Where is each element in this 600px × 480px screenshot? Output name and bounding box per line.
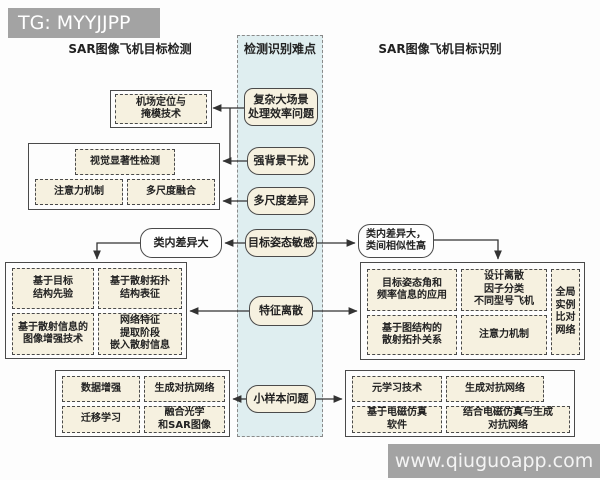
group-airport-masking: 机场定位与 掩模技术 — [110, 90, 212, 128]
node-em-gan: 结合电磁仿真与生成 对抗网络 — [446, 406, 570, 433]
node-gan-detection-label: 生成对抗网络 — [154, 382, 215, 394]
node-strong-background-label: 强背景干扰 — [253, 154, 309, 168]
group-saliency: 视觉显著性检测 注意力机制 多尺度融合 — [28, 143, 220, 210]
node-global-instance-label: 全局 实例 比对 网络 — [555, 287, 576, 336]
node-saliency-detection: 视觉显著性检测 — [75, 149, 175, 175]
watermark-top: TG: MYYJJPP — [8, 8, 160, 38]
node-topology-repr-label: 基于散射拓扑 结构表征 — [110, 276, 170, 300]
header-detection: SAR图像飞机目标检测 — [68, 42, 192, 56]
group-recognition-feature: 目标姿态角和 频率信息的应用 设计离散 因子分类 不同型号飞机 基于图结构的 散… — [360, 262, 585, 360]
node-airport-masking: 机场定位与 掩模技术 — [115, 94, 207, 124]
node-image-enhance: 基于散射信息的 图像增强技术 — [12, 313, 94, 355]
node-small-sample-label: 小样本问题 — [253, 392, 309, 406]
node-fuse-optical-sar-label: 融合光学 和SAR图像 — [158, 407, 211, 431]
group-detection-small-sample: 数据增强 生成对抗网络 迁移学习 融合光学 和SAR图像 — [55, 370, 230, 437]
node-structure-prior: 基于目标 结构先验 — [12, 268, 94, 309]
node-gan-recognition: 生成对抗网络 — [446, 376, 544, 402]
node-feature-discrete-label: 特征离散 — [259, 304, 303, 318]
node-pose-frequency: 目标姿态角和 频率信息的应用 — [367, 269, 457, 311]
node-complex-scene-label: 复杂大场景 处理效率问题 — [248, 93, 314, 120]
node-pose-sensitive-label: 目标姿态敏感 — [248, 236, 314, 250]
node-gan-detection: 生成对抗网络 — [144, 376, 225, 402]
node-attention-mechanism-recognition-label: 注意力机制 — [479, 328, 529, 340]
group-recognition-small-sample: 元学习技术 生成对抗网络 基于电磁仿真 软件 结合电磁仿真与生成 对抗网络 — [345, 370, 575, 437]
node-gan-recognition-label: 生成对抗网络 — [465, 382, 525, 394]
header-recognition: SAR图像飞机目标识别 — [378, 42, 502, 56]
node-em-gan-label: 结合电磁仿真与生成 对抗网络 — [463, 407, 553, 431]
node-transfer-learning-label: 迁移学习 — [81, 413, 121, 425]
node-saliency-detection-label: 视觉显著性检测 — [90, 155, 160, 167]
node-discrete-factor-label: 设计离散 因子分类 不同型号飞机 — [474, 271, 534, 308]
node-attention-mechanism-detection-label: 注意力机制 — [54, 185, 104, 197]
watermark-bottom: www.qiuguoapp.com — [388, 444, 600, 478]
node-discrete-factor: 设计离散 因子分类 不同型号飞机 — [461, 269, 547, 311]
node-embed-scatter: 网络特征 提取阶段 嵌入散射信息 — [98, 313, 182, 355]
node-graph-topology-label: 基于图结构的 散射拓扑关系 — [382, 322, 442, 347]
node-attention-mechanism-recognition: 注意力机制 — [461, 315, 547, 355]
node-strong-background: 强背景干扰 — [247, 147, 315, 175]
node-multiscale-diff-label: 多尺度差异 — [253, 194, 309, 208]
node-feature-discrete: 特征离散 — [249, 296, 313, 326]
node-pose-frequency-label: 目标姿态角和 频率信息的应用 — [377, 277, 447, 302]
node-structure-prior-label: 基于目标 结构先验 — [33, 276, 73, 300]
node-fuse-optical-sar: 融合光学 和SAR图像 — [144, 406, 225, 433]
node-pose-sensitive: 目标姿态敏感 — [245, 229, 317, 257]
node-intra-inter-label: 类内差异大， 类间相似性高 — [366, 228, 426, 253]
node-image-enhance-label: 基于散射信息的 图像增强技术 — [18, 321, 88, 346]
node-multiscale-fusion: 多尺度融合 — [127, 179, 215, 205]
node-attention-mechanism-detection: 注意力机制 — [35, 179, 123, 205]
node-intra-inter: 类内差异大， 类间相似性高 — [358, 224, 434, 258]
node-intra-class-label: 类内差异大 — [153, 236, 209, 250]
node-complex-scene: 复杂大场景 处理效率问题 — [244, 88, 318, 126]
node-meta-learning: 元学习技术 — [352, 376, 442, 402]
group-scattering: 基于目标 结构先验 基于散射拓扑 结构表征 基于散射信息的 图像增强技术 网络特… — [5, 262, 187, 359]
node-data-augmentation-label: 数据增强 — [81, 382, 121, 394]
node-small-sample: 小样本问题 — [246, 385, 316, 413]
header-difficulties: 检测识别难点 — [243, 42, 316, 56]
node-airport-masking-label: 机场定位与 掩模技术 — [136, 96, 186, 121]
node-graph-topology: 基于图结构的 散射拓扑关系 — [367, 315, 457, 355]
node-intra-class: 类内差异大 — [140, 228, 222, 258]
node-transfer-learning: 迁移学习 — [62, 406, 140, 433]
node-em-simulation: 基于电磁仿真 软件 — [352, 406, 442, 433]
node-meta-learning-label: 元学习技术 — [372, 382, 422, 394]
node-global-instance: 全局 实例 比对 网络 — [551, 269, 580, 355]
node-embed-scatter-label: 网络特征 提取阶段 嵌入散射信息 — [110, 315, 170, 352]
node-data-augmentation: 数据增强 — [62, 376, 140, 402]
node-multiscale-fusion-label: 多尺度融合 — [146, 185, 196, 197]
node-multiscale-diff: 多尺度差异 — [247, 187, 315, 215]
node-topology-repr: 基于散射拓扑 结构表征 — [98, 268, 182, 309]
node-em-simulation-label: 基于电磁仿真 软件 — [367, 407, 427, 431]
